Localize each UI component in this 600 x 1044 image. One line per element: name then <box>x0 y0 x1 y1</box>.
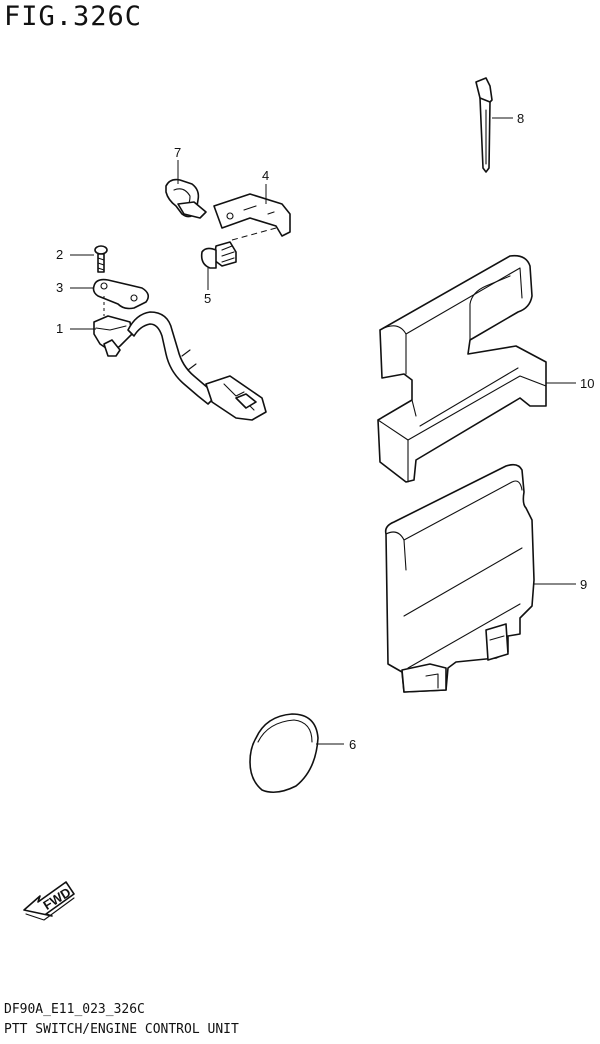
callout-3: 3 <box>56 280 63 295</box>
model-code: DF90A_E11_023_326C <box>4 1002 145 1017</box>
callout-10: 10 <box>580 376 594 391</box>
part-3-plate <box>70 278 150 316</box>
section-title: PTT SWITCH/ENGINE CONTROL UNIT <box>4 1022 239 1037</box>
part-6-cap <box>249 713 344 794</box>
callout-6: 6 <box>349 737 356 752</box>
callout-5: 5 <box>204 291 211 306</box>
callout-2: 2 <box>56 247 63 262</box>
part-4-bracket <box>213 184 291 241</box>
part-10-holder <box>377 254 576 483</box>
callout-7: 7 <box>174 145 181 160</box>
part-7-clamp <box>165 160 207 219</box>
figure-title: FIG.326C <box>4 1 143 32</box>
callout-9: 9 <box>580 577 587 592</box>
part-1-ptt-switch <box>70 311 267 421</box>
fwd-direction-arrow: FWD <box>23 881 75 921</box>
callout-4: 4 <box>262 168 269 183</box>
callout-1: 1 <box>56 321 63 336</box>
part-2-screw <box>70 245 108 273</box>
part-9-ecu <box>384 463 576 693</box>
callout-8: 8 <box>517 111 524 126</box>
part-8-cable-tie <box>475 77 513 173</box>
part-5-bolt <box>200 241 237 290</box>
